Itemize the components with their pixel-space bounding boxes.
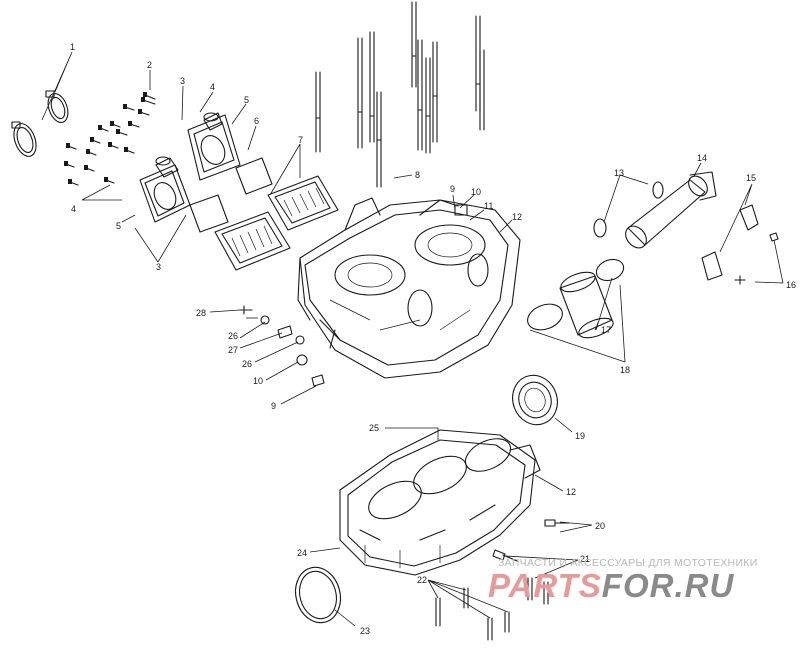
callout-10a: 10 xyxy=(471,187,481,197)
callout-25: 25 xyxy=(369,423,379,433)
callout-3a: 3 xyxy=(180,76,185,86)
callout-17: 17 xyxy=(601,325,611,335)
callout-7: 7 xyxy=(298,135,303,145)
part-hose-clamps xyxy=(11,90,69,157)
callout-23: 23 xyxy=(360,626,370,636)
callout-22: 22 xyxy=(417,575,427,585)
part-reed-valves xyxy=(214,175,339,271)
callout-26b: 26 xyxy=(242,359,252,369)
callout-15: 15 xyxy=(746,173,756,183)
watermark: ЗАПЧАСТИ И АКСЕССУАРЫ ДЛЯ МОТОТЕХНИКИ PA… xyxy=(488,557,758,604)
callout-20: 20 xyxy=(595,521,605,531)
callout-5b: 5 xyxy=(116,221,121,231)
svg-text:PARTSFOR.RU: PARTSFOR.RU xyxy=(488,567,734,604)
part-bolt-group xyxy=(64,92,156,186)
callout-14: 14 xyxy=(697,153,707,163)
watermark-brand-left: PARTS xyxy=(488,567,602,604)
callout-12b: 12 xyxy=(566,487,576,497)
callout-10b: 10 xyxy=(253,376,263,386)
callout-4b: 4 xyxy=(71,204,76,214)
callout-labels: 1 2 3 4 5 6 7 8 4 5 3 9 10 11 12 13 14 1… xyxy=(70,42,796,636)
part-seal xyxy=(512,374,558,426)
callout-11: 11 xyxy=(484,201,493,211)
callout-24: 24 xyxy=(297,548,307,558)
callout-3b: 3 xyxy=(156,262,161,272)
callout-2: 2 xyxy=(147,60,152,70)
callout-4a: 4 xyxy=(210,82,215,92)
part-gaskets xyxy=(189,157,273,233)
callout-8: 8 xyxy=(415,170,420,180)
callout-21: 21 xyxy=(580,554,590,564)
callout-9b: 9 xyxy=(271,401,276,411)
callout-6: 6 xyxy=(254,116,259,126)
watermark-brand-right: FOR.RU xyxy=(602,567,735,604)
callout-19: 19 xyxy=(575,431,585,441)
callout-9a: 9 xyxy=(450,184,455,194)
leader-lines xyxy=(41,51,784,627)
part-o-ring xyxy=(294,566,342,624)
watermark-tagline: ЗАПЧАСТИ И АКСЕССУАРЫ ДЛЯ МОТОТЕХНИКИ xyxy=(498,557,758,569)
callout-28: 28 xyxy=(196,308,206,318)
part-upper-crankcase xyxy=(297,197,521,379)
callout-27: 27 xyxy=(228,345,238,355)
callout-16: 16 xyxy=(786,280,796,290)
part-coupler-hoses xyxy=(527,171,779,339)
callout-26a: 26 xyxy=(228,331,238,341)
part-washers-bolts xyxy=(239,305,325,387)
callout-5a: 5 xyxy=(244,95,249,105)
part-lower-crankcase xyxy=(339,429,541,576)
callout-12a: 12 xyxy=(512,212,522,222)
callout-1: 1 xyxy=(70,42,75,52)
part-studs xyxy=(315,1,485,188)
callout-13: 13 xyxy=(614,168,624,178)
callout-18: 18 xyxy=(620,365,630,375)
